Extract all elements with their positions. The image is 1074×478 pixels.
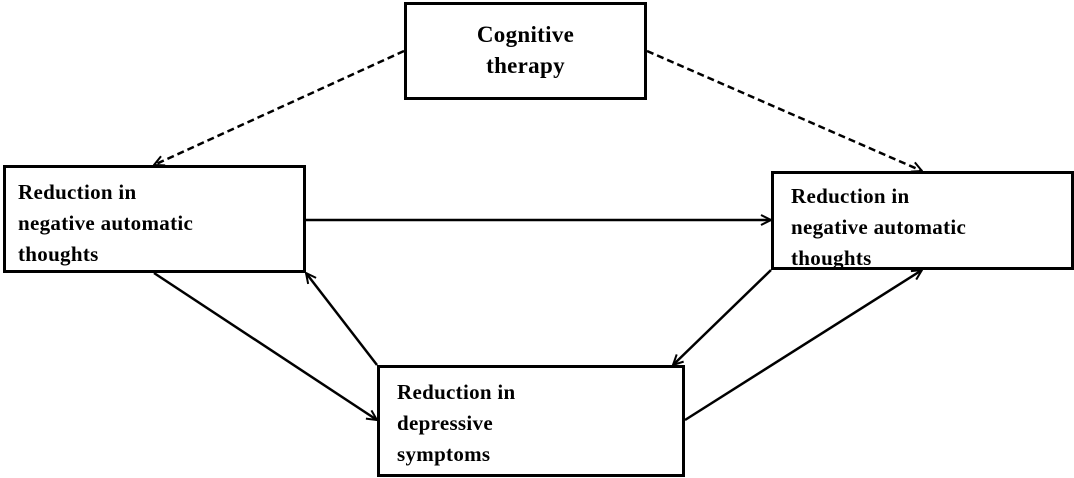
edge-therapy-to-left xyxy=(154,49,405,165)
edge-bottom-to-right xyxy=(684,270,922,422)
edge-bottom-to-left xyxy=(306,273,378,366)
node-reduction-depressive-symptoms: Reduction in depressive symptoms xyxy=(377,365,685,477)
node-cognitive-therapy: Cognitive therapy xyxy=(404,2,647,100)
node-reduction-negative-thoughts-right: Reduction in negative automatic thoughts xyxy=(771,171,1074,270)
edge-therapy-to-right xyxy=(646,49,922,171)
edge-right-to-bottom xyxy=(673,269,772,365)
edge-left-to-bottom xyxy=(153,271,377,420)
node-reduction-negative-thoughts-left: Reduction in negative automatic thoughts xyxy=(3,165,306,273)
